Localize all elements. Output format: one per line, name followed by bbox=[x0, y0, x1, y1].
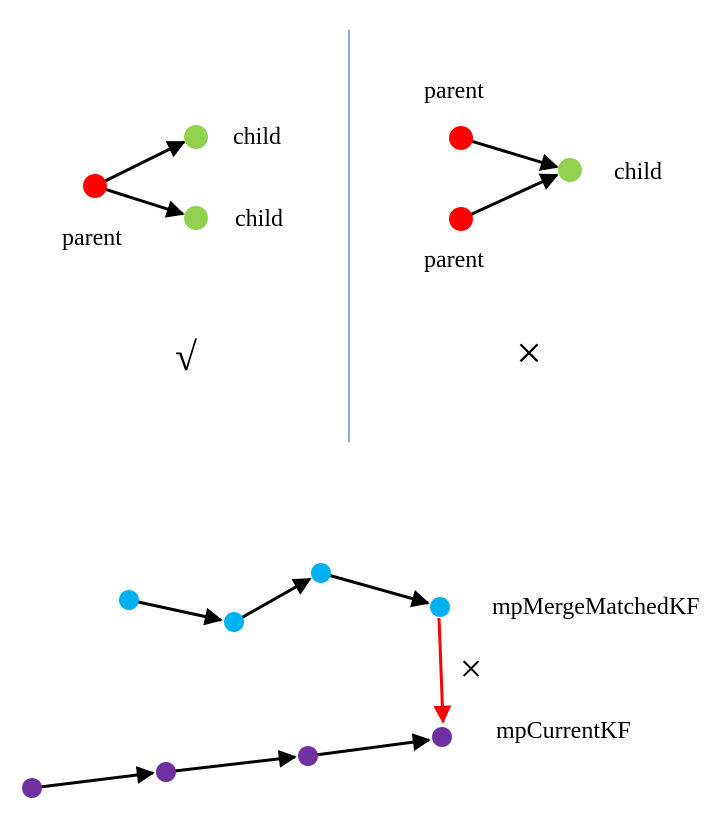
merge-matched-kf-label: mpMergeMatchedKF bbox=[492, 594, 700, 620]
parent-label-1: parent bbox=[424, 78, 484, 104]
current-kf-node-3 bbox=[298, 746, 318, 766]
merge-to-current-link bbox=[433, 617, 452, 724]
parent-node bbox=[83, 174, 107, 198]
current-kf-node-2 bbox=[156, 762, 176, 782]
parent-node-1 bbox=[449, 126, 473, 150]
edge-parent-to-child-1 bbox=[94, 140, 186, 188]
parent-label-2: parent bbox=[424, 247, 484, 273]
invalid-example-panel: parent parent child × bbox=[424, 78, 662, 378]
current-kf-node-1 bbox=[22, 778, 42, 798]
merge-matched-kf-node bbox=[430, 597, 450, 617]
parent-node-2 bbox=[449, 207, 473, 231]
merge-edge-2 bbox=[233, 577, 312, 624]
merge-kf-node-3 bbox=[311, 563, 331, 583]
keyframe-chains: × mpMergeMatchedKF mpCurrentKF bbox=[22, 563, 700, 798]
child-node bbox=[558, 158, 582, 182]
merge-kf-node-2 bbox=[224, 612, 244, 632]
child-label: child bbox=[614, 159, 662, 185]
current-edge-2 bbox=[165, 749, 297, 774]
current-kf-label: mpCurrentKF bbox=[496, 718, 631, 744]
child-label-1: child bbox=[233, 124, 281, 150]
edge-parent-to-child-2 bbox=[94, 184, 185, 218]
merge-kf-node-1 bbox=[119, 590, 139, 610]
child-node-1 bbox=[184, 125, 208, 149]
merge-edge-1 bbox=[128, 598, 223, 626]
cross-mark: × bbox=[516, 327, 542, 378]
current-edge-3 bbox=[307, 733, 431, 758]
current-edge-1 bbox=[31, 766, 155, 790]
edge-parent-1-to-child bbox=[460, 136, 559, 171]
edge-parent-2-to-child bbox=[460, 173, 559, 221]
merge-edge-3 bbox=[320, 571, 430, 608]
parent-label: parent bbox=[62, 225, 122, 251]
link-cross-mark: × bbox=[460, 646, 483, 691]
child-label-2: child bbox=[235, 206, 283, 232]
current-kf-node bbox=[432, 727, 452, 747]
valid-example-panel: child child parent √ bbox=[62, 124, 283, 379]
check-mark: √ bbox=[175, 334, 197, 379]
child-node-2 bbox=[184, 206, 208, 230]
